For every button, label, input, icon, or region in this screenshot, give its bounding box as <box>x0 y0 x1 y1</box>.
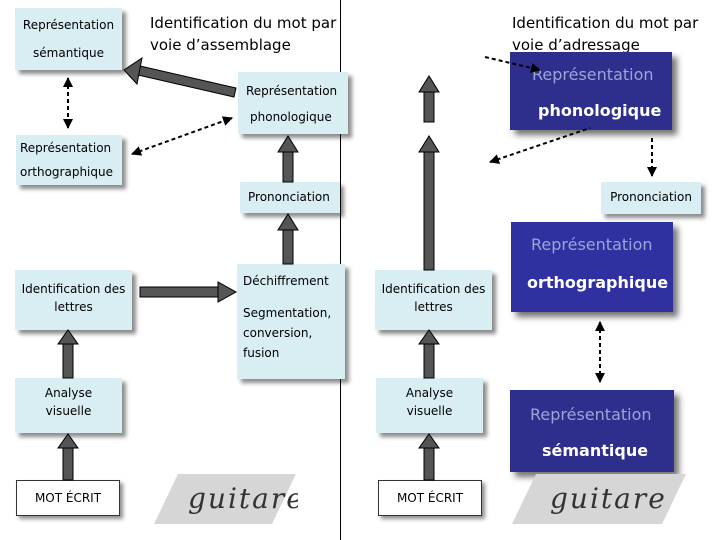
right-orthographic-label-1: Représentation <box>531 235 653 254</box>
left-prononciation-box: Prononciation <box>240 182 340 213</box>
arrow-up-lettres-right-long <box>418 135 440 271</box>
right-prononciation-label: Prononciation <box>610 190 692 204</box>
left-prononciation-label: Prononciation <box>248 190 330 204</box>
left-orthographic-label-2: orthographique <box>20 165 113 179</box>
left-semantic-label-2: sémantique <box>33 46 104 60</box>
left-guitare-text: guitare <box>188 482 298 515</box>
right-guitare-text: guitare <box>550 482 667 515</box>
right-orthographic-label-2: orthographique <box>527 273 669 292</box>
right-semantic-label-2: sémantique <box>542 441 649 460</box>
left-phonological-representation-box: Représentation phonologique <box>238 72 348 134</box>
left-visual-analysis-label-1: Analyse <box>44 386 93 400</box>
right-phonological-label-1: Représentation <box>532 65 654 84</box>
right-letter-identification-label-2: lettres <box>414 300 453 314</box>
left-letter-identification-label-1: Identification des <box>21 282 126 296</box>
left-semantic-label-1: Représentation <box>22 18 115 32</box>
left-semantic-representation-box: Représentation sémantique <box>15 8 122 70</box>
segmentation-label-1: Segmentation, <box>243 306 332 320</box>
left-phonological-label-2: phonologique <box>250 110 332 124</box>
right-letter-identification-label-1: Identification des <box>381 282 486 296</box>
left-orthographic-representation-box: Représentation orthographique <box>16 135 122 185</box>
segmentation-label-3: fusion <box>243 346 280 360</box>
right-semantic-representation-box: Représentation sémantique <box>510 390 674 472</box>
dashed-arrow-adressage-title-to-phonologique <box>484 56 541 73</box>
dechiffrement-box: Déchiffrement Segmentation, conversion, … <box>237 264 345 379</box>
dashed-arrow-to-orthographique-right <box>489 127 591 164</box>
segmentation-label-2: conversion, <box>243 326 313 340</box>
right-phonological-label-2: phonologique <box>538 101 662 120</box>
right-prononciation-box: Prononciation <box>601 182 701 214</box>
left-guitare-word-image: guitare <box>154 474 298 524</box>
adressage-title-line-1: Identification du mot par <box>512 14 699 32</box>
left-visual-analysis-box: Analyse visuelle <box>15 378 122 433</box>
arrow-up-dechiffrement-to-prononciation <box>277 213 299 265</box>
arrow-up-to-top-right <box>418 75 440 123</box>
right-letter-identification-box: Identification des lettres <box>375 270 492 330</box>
right-written-word-label: MOT ÉCRIT <box>396 491 464 505</box>
dashed-arrow-orthographique-phonologique-left <box>131 116 233 156</box>
arrow-up-analyse-to-lettres-left <box>57 329 79 379</box>
arrow-up-prononciation-to-phonologique-left <box>277 135 299 183</box>
arrow-up-analyse-to-lettres-right <box>418 329 440 379</box>
left-written-word-label: MOT ÉCRIT <box>34 491 102 505</box>
left-phonological-label-1: Représentation <box>246 84 338 98</box>
left-written-word-box: MOT ÉCRIT <box>16 480 120 516</box>
left-orthographic-label-1: Représentation <box>20 141 112 155</box>
adressage-title-line-2: voie d’adressage <box>512 36 640 54</box>
assemblage-title-line-1: Identification du mot par <box>150 14 337 32</box>
right-visual-analysis-box: Analyse visuelle <box>376 378 483 433</box>
arrow-left-phonologique-to-semantique <box>123 56 237 98</box>
right-visual-analysis-label-2: visuelle <box>406 404 453 418</box>
arrow-up-mot-to-analyse-right <box>418 433 440 481</box>
left-letter-identification-label-2: lettres <box>54 300 93 314</box>
left-letter-identification-box: Identification des lettres <box>15 270 132 330</box>
arrow-up-mot-to-analyse-left <box>57 433 79 481</box>
arrow-right-lettres-to-dechiffrement <box>139 281 238 303</box>
dechiffrement-label: Déchiffrement <box>243 274 329 288</box>
left-visual-analysis-label-2: visuelle <box>45 404 92 418</box>
right-semantic-label-1: Représentation <box>530 405 652 424</box>
right-visual-analysis-label-1: Analyse <box>405 386 454 400</box>
right-guitare-word-image: guitare <box>512 474 686 524</box>
assemblage-title-line-2: voie d’assemblage <box>150 36 291 54</box>
right-orthographic-representation-box: Représentation orthographique <box>511 222 673 312</box>
